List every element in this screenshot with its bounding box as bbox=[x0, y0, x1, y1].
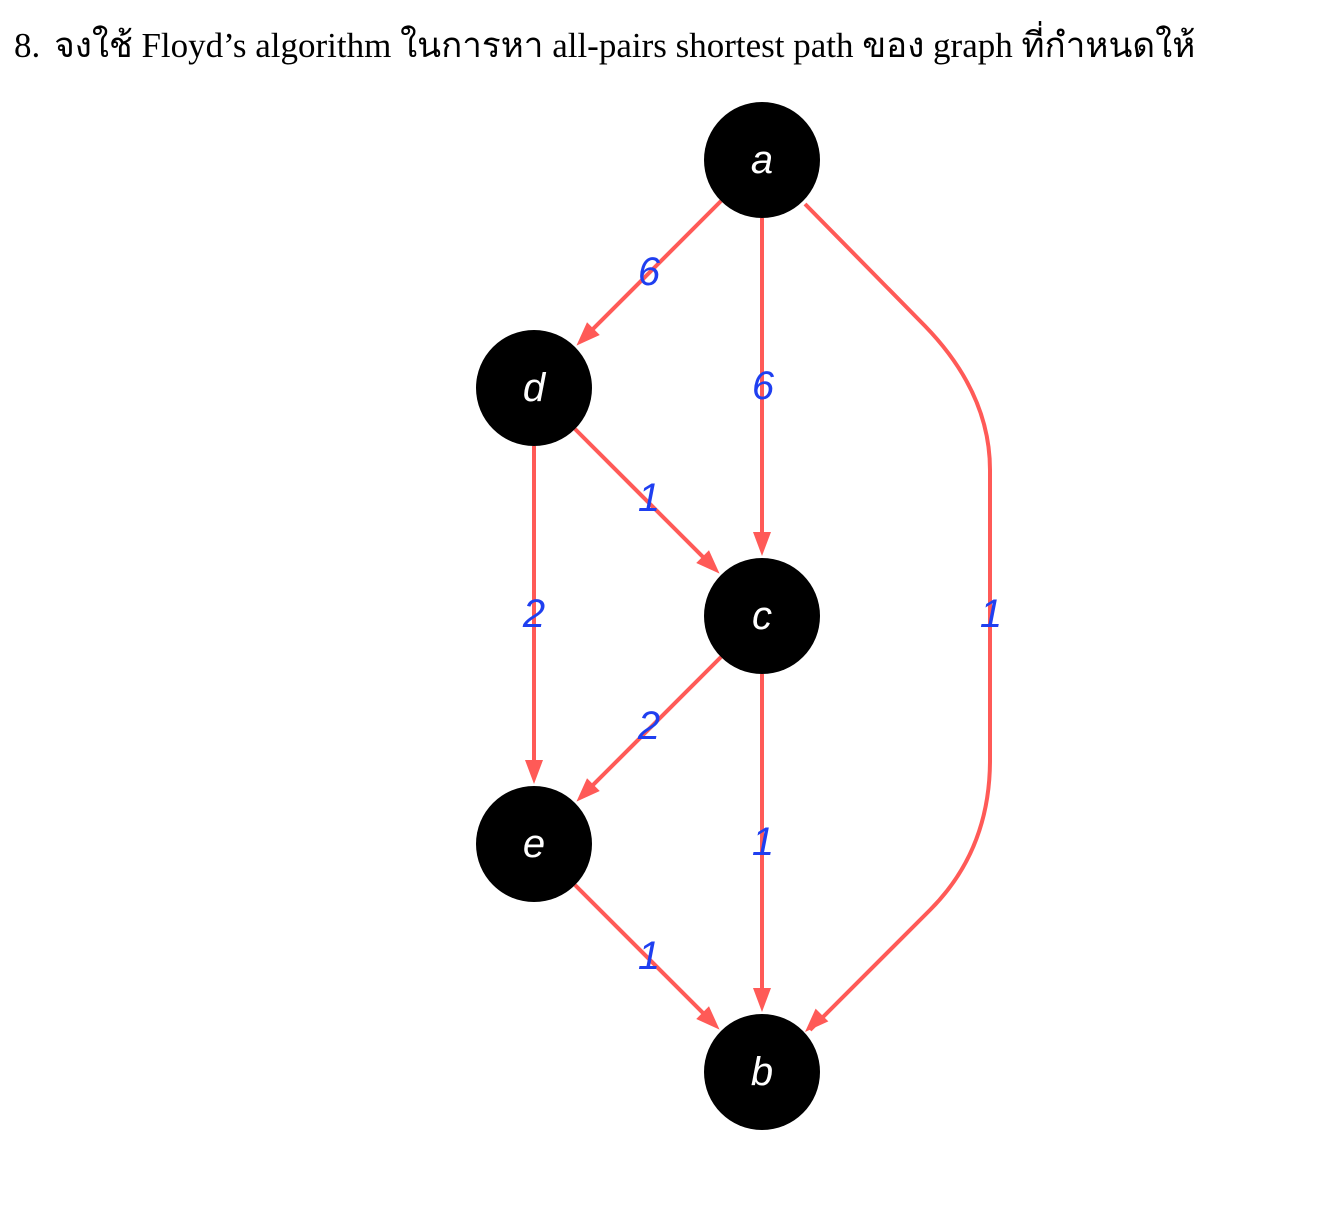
node-circle-b bbox=[704, 1014, 820, 1130]
node-label-c: c bbox=[752, 594, 772, 638]
edge-weight-c-b: 1 bbox=[752, 820, 774, 864]
node-circle-d bbox=[476, 330, 592, 446]
arrowhead-c-e bbox=[576, 778, 600, 802]
question-text: 8. จงใช้ Floyd’s algorithm ในการหา all-pa… bbox=[14, 18, 1324, 74]
arrowhead-d-c bbox=[696, 550, 720, 574]
edge-d-c bbox=[573, 427, 709, 563]
node-circle-e bbox=[476, 786, 592, 902]
node-c: c bbox=[704, 558, 820, 674]
arrowhead-a-d bbox=[576, 322, 600, 346]
arrowhead-e-b bbox=[696, 1006, 720, 1030]
edge-weight-a-c: 6 bbox=[752, 364, 775, 408]
edge-weight-a-b: 1 bbox=[980, 592, 1002, 636]
node-e: e bbox=[476, 786, 592, 902]
edge-weight-c-e: 2 bbox=[637, 704, 660, 748]
weights-layer: 6 6 1 1 2 2 1 1 bbox=[522, 250, 1002, 978]
arrowhead-a-b bbox=[805, 1008, 829, 1032]
node-label-b: b bbox=[751, 1050, 773, 1094]
node-d: d bbox=[476, 330, 592, 446]
node-circle-a bbox=[704, 102, 820, 218]
edge-a-b bbox=[803, 202, 992, 1032]
node-circle-c bbox=[704, 558, 820, 674]
edge-weight-e-b: 1 bbox=[638, 934, 660, 978]
edge-weight-a-d: 6 bbox=[638, 250, 661, 294]
arrowhead-c-b bbox=[753, 988, 771, 1012]
question-body: จงใช้ Floyd’s algorithm ในการหา all-pair… bbox=[54, 26, 1196, 65]
node-label-e: e bbox=[523, 822, 545, 866]
edge-c-e bbox=[587, 655, 723, 791]
edges-layer bbox=[525, 199, 992, 1032]
edge-a-d bbox=[587, 199, 723, 335]
edge-weight-d-c: 1 bbox=[638, 476, 660, 520]
question-number: 8. bbox=[14, 26, 41, 65]
node-a: a bbox=[704, 102, 820, 218]
edge-weight-d-e: 2 bbox=[522, 592, 545, 636]
node-b: b bbox=[704, 1014, 820, 1130]
edge-e-b bbox=[573, 883, 709, 1019]
node-label-a: a bbox=[751, 138, 773, 182]
node-label-d: d bbox=[523, 366, 547, 410]
arrowhead-a-c bbox=[753, 532, 771, 556]
nodes-layer: a d c e b bbox=[476, 102, 820, 1130]
arrowhead-d-e bbox=[525, 760, 543, 784]
